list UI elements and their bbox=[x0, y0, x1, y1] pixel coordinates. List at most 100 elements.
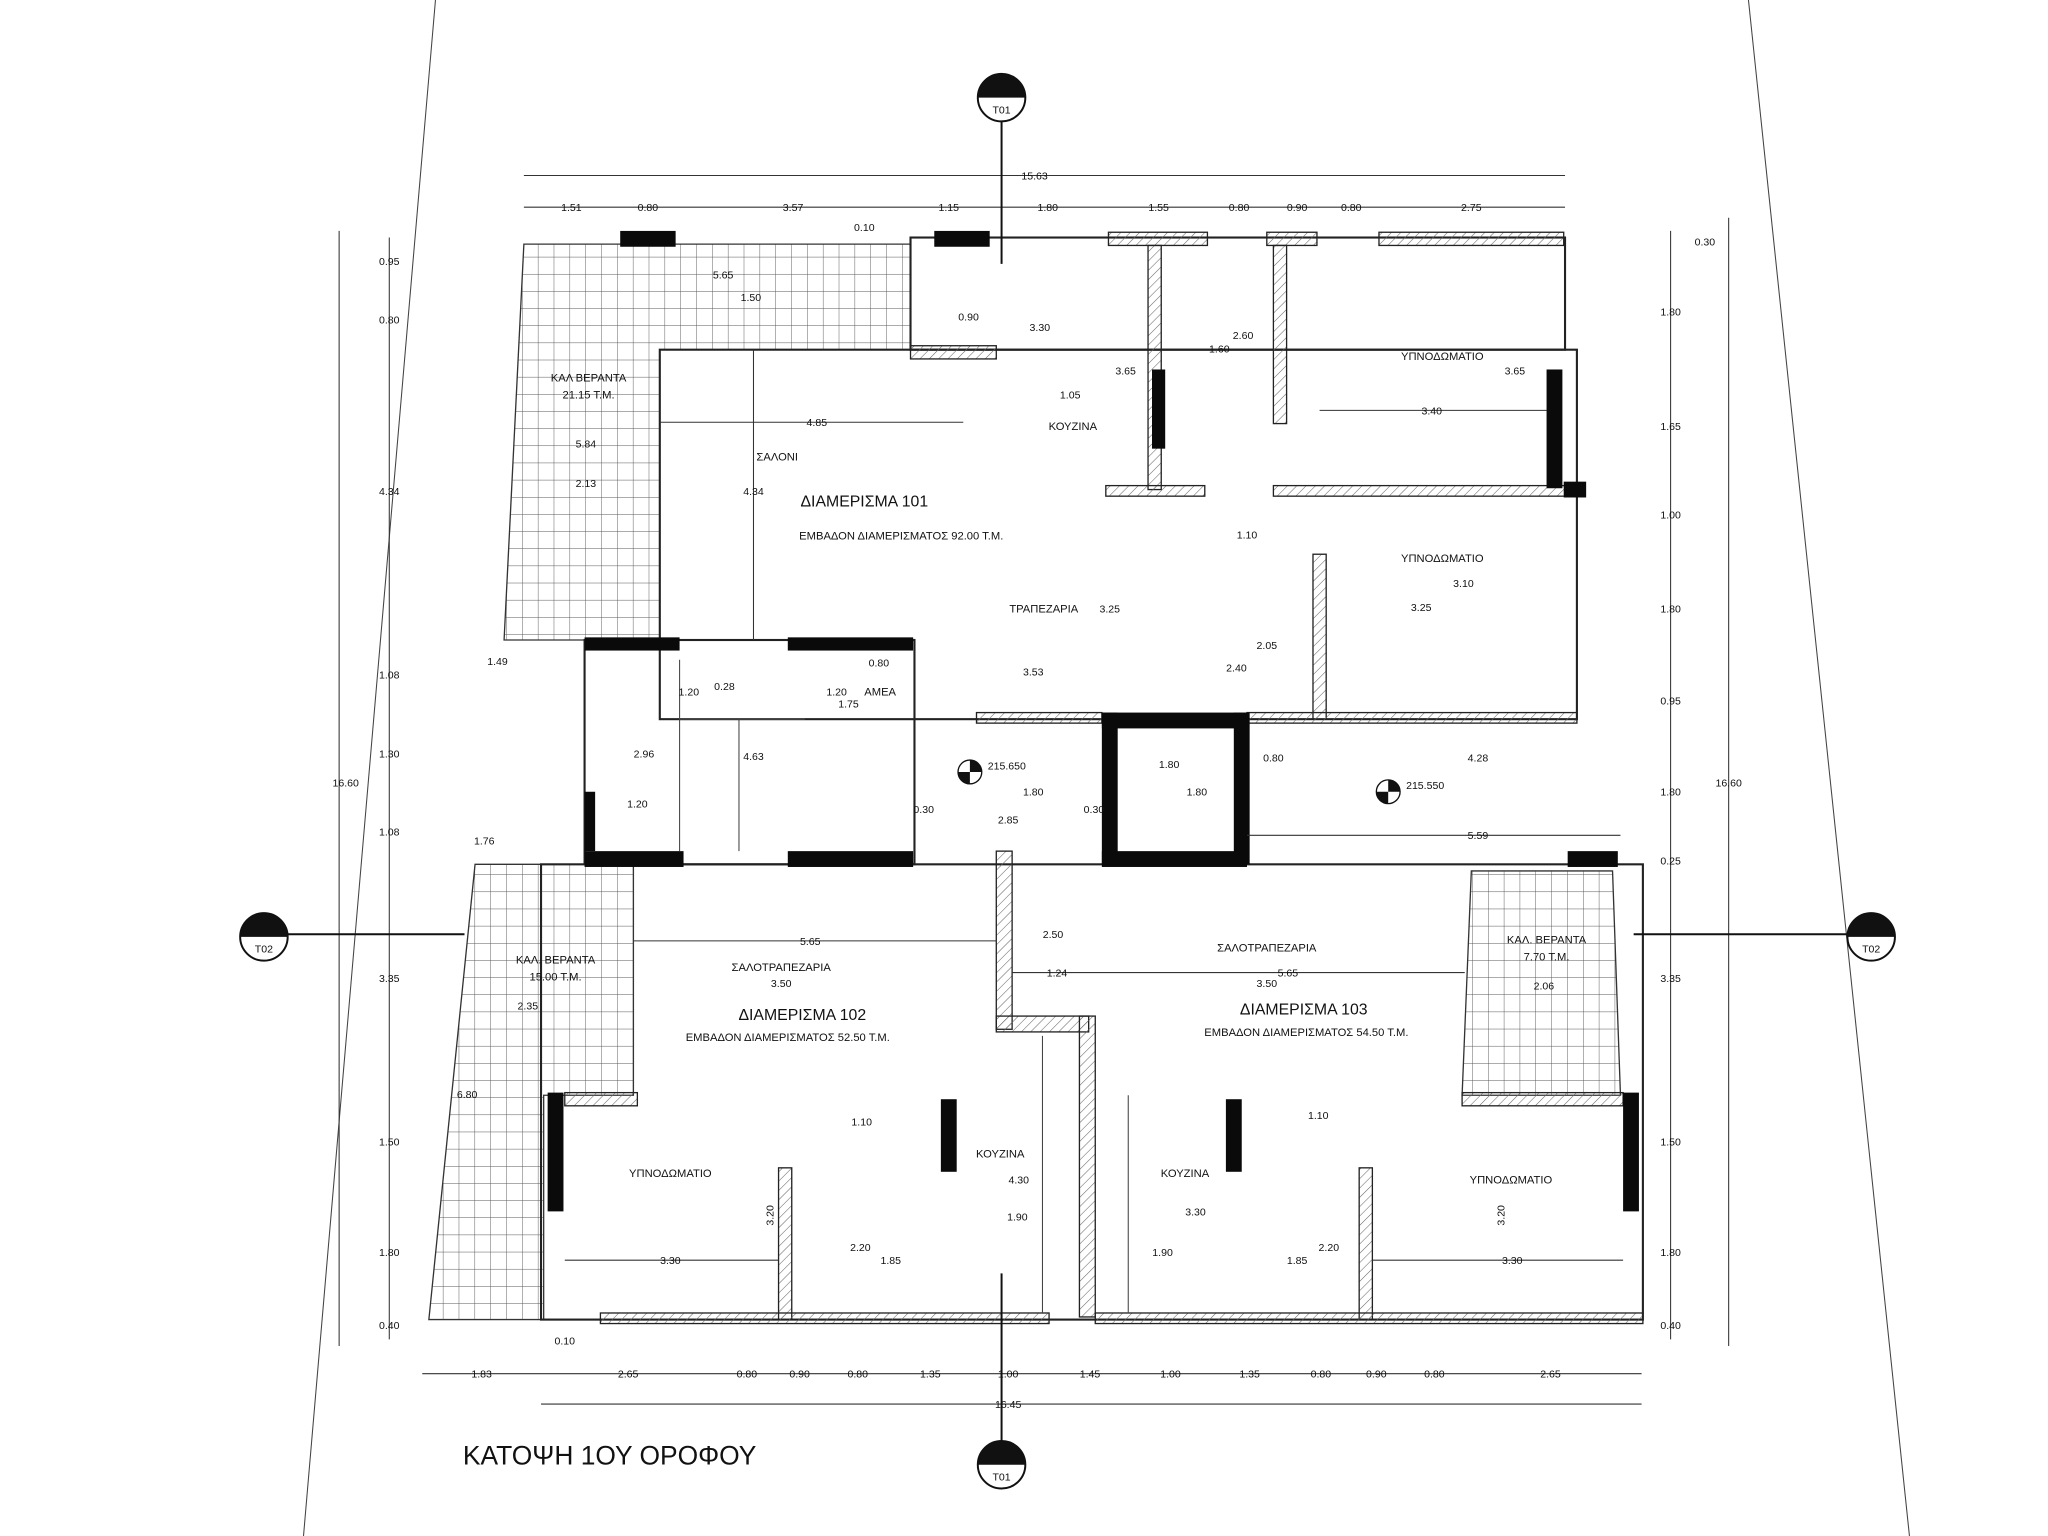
dimension-label: 5.65 bbox=[800, 936, 821, 948]
dimension-label: 0.10 bbox=[854, 222, 875, 234]
dimension-label: 2.05 bbox=[1257, 640, 1278, 652]
level-marker-icon bbox=[957, 759, 983, 785]
dimension-label: 1.00 bbox=[1160, 1369, 1181, 1381]
structural-columns bbox=[547, 230, 1639, 1212]
level-label: 215.550 bbox=[1406, 780, 1444, 792]
dimension-label: 4.63 bbox=[743, 751, 764, 763]
dimension-label: 0.90 bbox=[789, 1369, 810, 1381]
site-boundary bbox=[302, 0, 1910, 1536]
dimension-label: 1.30 bbox=[379, 748, 400, 760]
dimension-label: 0.25 bbox=[1660, 855, 1681, 867]
dimension-label: 3.25 bbox=[1411, 602, 1432, 614]
dimension-label: 0.28 bbox=[714, 681, 735, 693]
room-label-kitchen: ΚΟΥΖΙΝΑ bbox=[976, 1148, 1025, 1160]
dimension-label: 0.90 bbox=[1366, 1369, 1387, 1381]
dimension-label: 1.08 bbox=[379, 669, 400, 681]
dimension-label: 2.20 bbox=[850, 1242, 871, 1254]
room-label-kitchen: ΚΟΥΖΙΝΑ bbox=[1049, 421, 1098, 433]
dimension-label: 1.80 bbox=[1037, 202, 1058, 214]
dimension-label: 1.20 bbox=[826, 686, 847, 698]
dimension-label: 3.40 bbox=[1421, 405, 1442, 417]
dimension-label: 1.75 bbox=[838, 698, 859, 710]
dimension-label: 1.80 bbox=[1660, 787, 1681, 799]
dimension-label: 4.30 bbox=[1008, 1175, 1029, 1187]
dimension-label: 4.85 bbox=[807, 417, 828, 429]
dimension-lines bbox=[338, 174, 1730, 1405]
room-label-accessible: ΑΜΕΑ bbox=[864, 686, 896, 698]
dimension-label: 4.34 bbox=[379, 486, 400, 498]
dimension-label: 3.65 bbox=[1115, 366, 1136, 378]
dimension-label: 0.90 bbox=[958, 312, 979, 324]
room-label-kitchen: ΚΟΥΖΙΝΑ bbox=[1161, 1168, 1210, 1180]
section-label: T02 bbox=[1862, 944, 1880, 956]
dimension-label: 1.80 bbox=[1023, 787, 1044, 799]
section-marker-t01-bottom bbox=[976, 1440, 1027, 1490]
drawing-title: ΚΑΤΟΨΗ 1ΟΥ ΟΡΟΦΟΥ bbox=[463, 1441, 757, 1471]
dimension-label: 3.50 bbox=[771, 978, 792, 990]
dimension-label: 0.40 bbox=[379, 1320, 400, 1332]
dimension-label: 0.80 bbox=[1424, 1369, 1445, 1381]
dimension-label: 3.20 bbox=[764, 1205, 776, 1226]
apartment-area: ΕΜΒΑΔΟΝ ΔΙΑΜΕΡΙΣΜΑΤΟΣ 92.00 Τ.Μ. bbox=[799, 531, 1003, 543]
room-label-dining: ΤΡΑΠΕΖΑΡΙΑ bbox=[1009, 603, 1078, 615]
dimension-label: 2.75 bbox=[1461, 202, 1482, 214]
dimension-label: 4.34 bbox=[743, 486, 764, 498]
dimension-label: 2.40 bbox=[1226, 663, 1247, 675]
dimension-label: 3.50 bbox=[1257, 978, 1278, 990]
dimension-label: 1.80 bbox=[1660, 1247, 1681, 1259]
dimension-label: 0.95 bbox=[1660, 696, 1681, 708]
section-marker-t02-left bbox=[239, 912, 289, 962]
dimension-label: 1.20 bbox=[627, 799, 648, 811]
dimension-label: 3.25 bbox=[1100, 603, 1121, 615]
room-label-living-dining: ΣΑΛΟΤΡΑΠΕΖΑΡΙΑ bbox=[732, 962, 832, 974]
dimension-label: 0.80 bbox=[869, 657, 890, 669]
dimension-label: 0.80 bbox=[1311, 1369, 1332, 1381]
veranda-label: ΚΑΛ. ΒΕΡΑΝΤΑ bbox=[516, 954, 596, 966]
section-label: T01 bbox=[992, 104, 1010, 116]
room-label-bedroom: ΥΠΝΟΔΩΜΑΤΙΟ bbox=[1401, 351, 1484, 363]
dimension-label: 0.80 bbox=[1341, 202, 1362, 214]
dimension-label: 1.49 bbox=[487, 656, 508, 668]
dimension-label: 1.90 bbox=[1152, 1247, 1173, 1259]
apartment-area: ΕΜΒΑΔΟΝ ΔΙΑΜΕΡΙΣΜΑΤΟΣ 54.50 Τ.Μ. bbox=[1204, 1027, 1408, 1039]
apartment-name: ΔΙΑΜΕΡΙΣΜΑ 103 bbox=[1240, 1002, 1368, 1019]
dimension-label: 16.45 bbox=[995, 1399, 1022, 1411]
section-marker-t01-top bbox=[976, 72, 1027, 123]
veranda-label: ΚΑΛ ΒΕΡΑΝΤΑ bbox=[551, 372, 627, 384]
dimension-label: 16.60 bbox=[1715, 777, 1742, 789]
dimension-label: 1.10 bbox=[1237, 529, 1258, 541]
dimension-label: 0.80 bbox=[638, 202, 659, 214]
dimension-label: 0.80 bbox=[1263, 752, 1284, 764]
dimension-label: 0.30 bbox=[913, 804, 934, 816]
dimension-label: 0.90 bbox=[1287, 202, 1308, 214]
section-label: T01 bbox=[992, 1472, 1010, 1484]
veranda-area: 21.15 Τ.Μ. bbox=[562, 390, 614, 402]
dimension-label: 1.83 bbox=[471, 1369, 492, 1381]
dimension-label: 0.30 bbox=[1695, 236, 1716, 248]
room-label-bedroom: ΥΠΝΟΔΩΜΑΤΙΟ bbox=[1401, 553, 1484, 565]
dimension-label: 3.53 bbox=[1023, 667, 1044, 679]
dimension-label: 0.40 bbox=[1660, 1320, 1681, 1332]
dimension-label: 1.50 bbox=[741, 292, 762, 304]
dimension-label: 2.85 bbox=[998, 814, 1019, 826]
dimension-label: 1.50 bbox=[379, 1136, 400, 1148]
dimension-label: 3.30 bbox=[1502, 1255, 1523, 1267]
dimension-label: 1.76 bbox=[474, 836, 495, 848]
dimension-label: 3.30 bbox=[1030, 322, 1051, 334]
dimension-label: 1.60 bbox=[1209, 343, 1230, 355]
dimension-label: 2.20 bbox=[1319, 1242, 1340, 1254]
apartment-name: ΔΙΑΜΕΡΙΣΜΑ 102 bbox=[738, 1007, 866, 1024]
dimension-label: 2.65 bbox=[1540, 1369, 1561, 1381]
room-label-living: ΣΑΛΟΝΙ bbox=[756, 452, 798, 464]
dimension-label: 4.28 bbox=[1468, 752, 1489, 764]
dimension-label: 3.65 bbox=[1505, 366, 1526, 378]
dimension-label: 1.80 bbox=[1159, 759, 1180, 771]
dimension-label: 1.08 bbox=[379, 826, 400, 838]
dimension-label: 16.60 bbox=[333, 777, 360, 789]
dimension-label: 1.85 bbox=[880, 1255, 901, 1267]
dimension-label: 3.57 bbox=[783, 202, 804, 214]
dimension-label: 1.51 bbox=[561, 202, 582, 214]
dimension-label: 2.96 bbox=[634, 748, 655, 760]
dimension-label: 1.80 bbox=[1660, 306, 1681, 318]
dimension-label: 1.05 bbox=[1060, 390, 1081, 402]
